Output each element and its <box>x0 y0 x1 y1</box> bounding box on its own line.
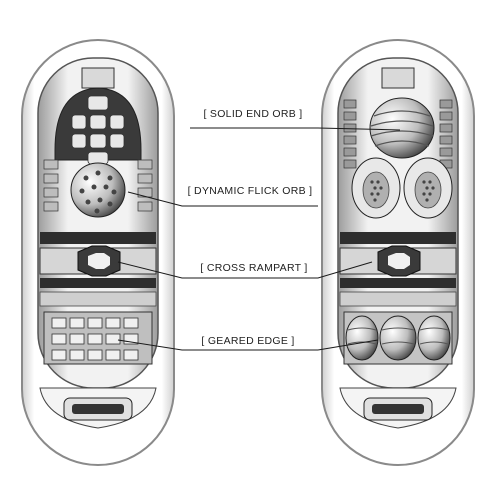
right-geared-edge <box>343 311 453 365</box>
leader-geared-edge-right <box>317 339 379 351</box>
callout-leaders <box>117 127 401 351</box>
left-bottom-slot <box>72 404 124 414</box>
label-geared-edge: [ GEARED EDGE ] <box>201 335 294 347</box>
label-cross-rampart: [ CROSS RAMPART ] <box>200 262 307 274</box>
left-capsule <box>21 39 175 466</box>
left-geared-edge <box>43 311 153 365</box>
left-flick-orb-spikes <box>79 170 117 214</box>
left-top-cap <box>81 67 115 89</box>
right-capsule <box>321 39 475 466</box>
right-flick-orb <box>351 157 453 219</box>
leader-cross-rampart <box>117 261 373 279</box>
right-cross-rampart <box>339 232 457 307</box>
label-solid-end-orb: [ SOLID END ORB ] <box>203 108 302 120</box>
right-solid-end-orb <box>369 97 435 159</box>
left-side-ribs <box>43 159 153 212</box>
right-bottom-slot <box>372 404 424 414</box>
right-solid-end-orb-ribs <box>370 110 434 147</box>
label-dynamic-flick-orb: [ DYNAMIC FLICK ORB ] <box>188 185 313 197</box>
leader-geared-edge-left <box>117 339 318 351</box>
right-top-cap <box>381 67 415 89</box>
leader-solid-end-orb <box>190 127 401 131</box>
right-side-ribs <box>343 99 453 169</box>
left-nub-column <box>71 95 125 165</box>
left-cross-rampart <box>39 232 157 307</box>
